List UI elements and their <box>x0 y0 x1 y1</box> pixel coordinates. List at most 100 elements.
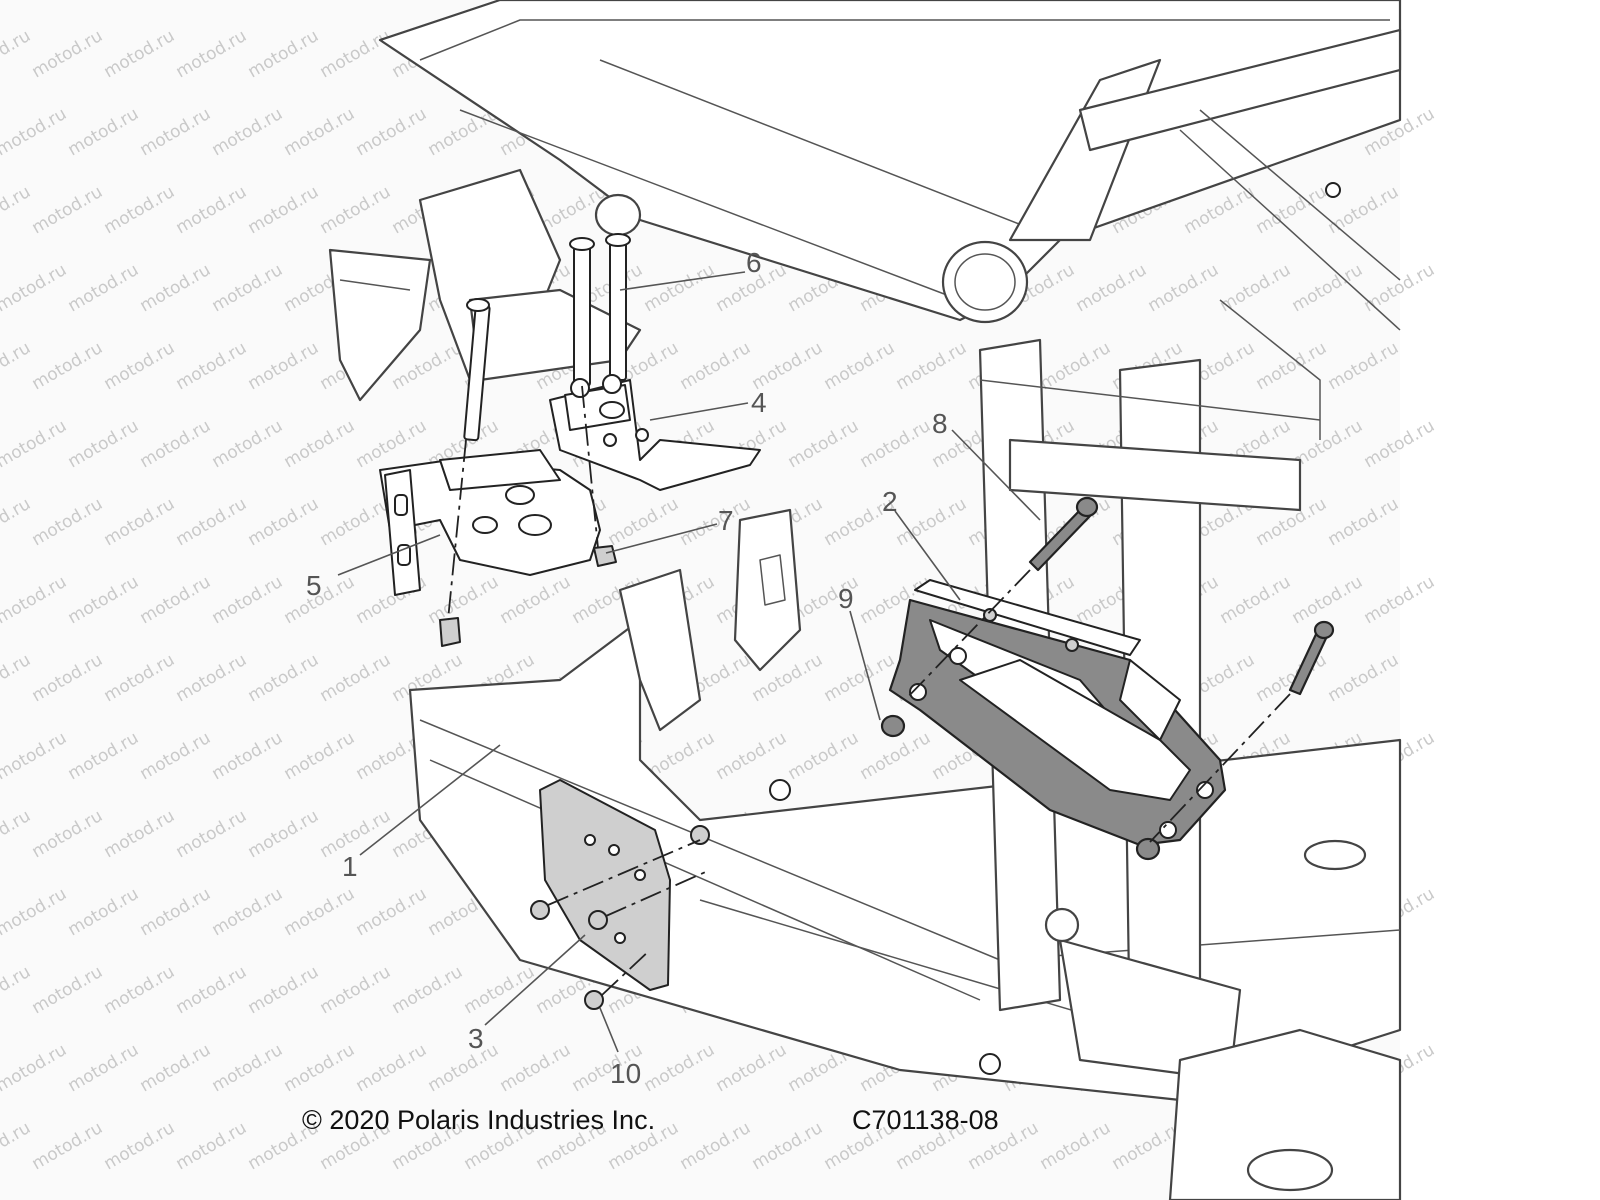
watermark-text: motod.ru <box>677 338 755 394</box>
watermark-text: motod.ru <box>0 728 70 784</box>
watermark-text: motod.ru <box>209 884 287 940</box>
watermark-text: motod.ru <box>0 26 34 82</box>
watermark-text: motod.ru <box>0 260 70 316</box>
callout-2: 2 <box>882 486 898 517</box>
watermark-text: motod.ru <box>173 182 251 238</box>
callout-4: 4 <box>751 387 767 418</box>
watermark-text: motod.ru <box>209 0 287 4</box>
watermark-text: motod.ru <box>101 650 179 706</box>
watermark-text: motod.ru <box>137 104 215 160</box>
callout-9: 9 <box>838 583 854 614</box>
watermark-text: motod.ru <box>101 26 179 82</box>
watermark-text: motod.ru <box>0 494 34 550</box>
watermark-text: motod.ru <box>29 338 107 394</box>
watermark-text: motod.ru <box>0 338 34 394</box>
callout-3: 3 <box>468 1023 484 1054</box>
watermark-text: motod.ru <box>497 572 575 628</box>
watermark-text: motod.ru <box>281 416 359 472</box>
watermark-text: motod.ru <box>0 806 34 862</box>
watermark-text: motod.ru <box>425 1040 503 1096</box>
watermark-text: motod.ru <box>29 494 107 550</box>
watermark-text: motod.ru <box>245 806 323 862</box>
watermark-text: motod.ru <box>353 884 431 940</box>
watermark-text: motod.ru <box>1037 338 1115 394</box>
watermark-text: motod.ru <box>713 728 791 784</box>
copyright-notice: © 2020 Polaris Industries Inc. <box>302 1105 656 1135</box>
watermark-text: motod.ru <box>821 650 899 706</box>
watermark-text: motod.ru <box>1361 260 1439 316</box>
part-6-bolts <box>463 233 631 442</box>
watermark-text: motod.ru <box>65 572 143 628</box>
watermark-text: motod.ru <box>245 962 323 1018</box>
part-2-bracket <box>888 579 1227 847</box>
leader-lines <box>337 271 1041 1053</box>
watermark-text: motod.ru <box>1361 416 1439 472</box>
watermark-text: motod.ru <box>353 1040 431 1096</box>
watermark-text: motod.ru <box>749 338 827 394</box>
watermark-text: motod.ru <box>137 572 215 628</box>
callout-1: 1 <box>342 851 358 882</box>
callout-6: 6 <box>746 247 762 278</box>
watermark-text: motod.ru <box>353 0 431 4</box>
watermark-text: motod.ru <box>65 0 143 4</box>
watermark-text: motod.ru <box>785 728 863 784</box>
watermark-text: motod.ru <box>173 806 251 862</box>
watermark-text: motod.ru <box>173 338 251 394</box>
watermark-text: motod.ru <box>605 494 683 550</box>
part-8-bolts <box>1028 496 1335 696</box>
assembly-lines <box>447 385 1291 996</box>
watermark-text: motod.ru <box>821 338 899 394</box>
watermark-text: motod.ru <box>101 962 179 1018</box>
watermark-text: motod.ru <box>65 104 143 160</box>
watermark-text: motod.ru <box>65 884 143 940</box>
watermark-text: motod.ru <box>101 1118 179 1174</box>
watermark-text: motod.ru <box>29 962 107 1018</box>
watermark-text: motod.ru <box>29 806 107 862</box>
watermark-text: motod.ru <box>1145 260 1223 316</box>
watermark-text: motod.ru <box>0 416 70 472</box>
watermark-text: motod.ru <box>1325 650 1403 706</box>
part-4-mount-bracket <box>549 374 761 491</box>
watermark-text: motod.ru <box>65 416 143 472</box>
watermark-text: motod.ru <box>209 104 287 160</box>
watermark-text: motod.ru <box>1037 1118 1115 1174</box>
watermark-text: motod.ru <box>245 26 323 82</box>
watermark-text: motod.ru <box>209 416 287 472</box>
part-3-guard-plate <box>539 779 671 991</box>
watermark-text: motod.ru <box>0 0 70 4</box>
watermark-text: motod.ru <box>101 806 179 862</box>
watermark-text: motod.ru <box>317 494 395 550</box>
watermark-text: motod.ru <box>245 182 323 238</box>
part-5-mount-bracket <box>379 449 601 596</box>
watermark-text: motod.ru <box>1253 338 1331 394</box>
part-9-nuts <box>880 714 1161 861</box>
watermark-text: motod.ru <box>29 26 107 82</box>
callout-10: 10 <box>610 1058 641 1089</box>
watermark-text: motod.ru <box>0 1118 34 1174</box>
watermark-text: motod.ru <box>317 650 395 706</box>
part-7-nuts <box>439 545 617 647</box>
watermark-text: motod.ru <box>245 650 323 706</box>
watermark-text: motod.ru <box>209 260 287 316</box>
watermark-text: motod.ru <box>65 728 143 784</box>
callout-labels: 1 2 3 4 5 6 7 8 9 10 <box>306 247 948 1089</box>
watermark-text: motod.ru <box>173 1118 251 1174</box>
watermark-text: motod.ru <box>29 1118 107 1174</box>
watermark-text: motod.ru <box>29 182 107 238</box>
watermark-text: motod.ru <box>173 26 251 82</box>
watermark-text: motod.ru <box>209 728 287 784</box>
watermark-text: motod.ru <box>0 962 34 1018</box>
watermark-text: motod.ru <box>137 728 215 784</box>
watermark-text: motod.ru <box>425 572 503 628</box>
watermark-text: motod.ru <box>1073 260 1151 316</box>
watermark-text: motod.ru <box>1253 650 1331 706</box>
watermark-text: motod.ru <box>173 650 251 706</box>
watermark-text: motod.ru <box>1325 494 1403 550</box>
watermark-text: motod.ru <box>857 416 935 472</box>
watermark-text: motod.ru <box>0 884 70 940</box>
watermark-text: motod.ru <box>0 1040 70 1096</box>
watermark-text: motod.ru <box>137 1040 215 1096</box>
watermark-text: motod.ru <box>0 572 70 628</box>
